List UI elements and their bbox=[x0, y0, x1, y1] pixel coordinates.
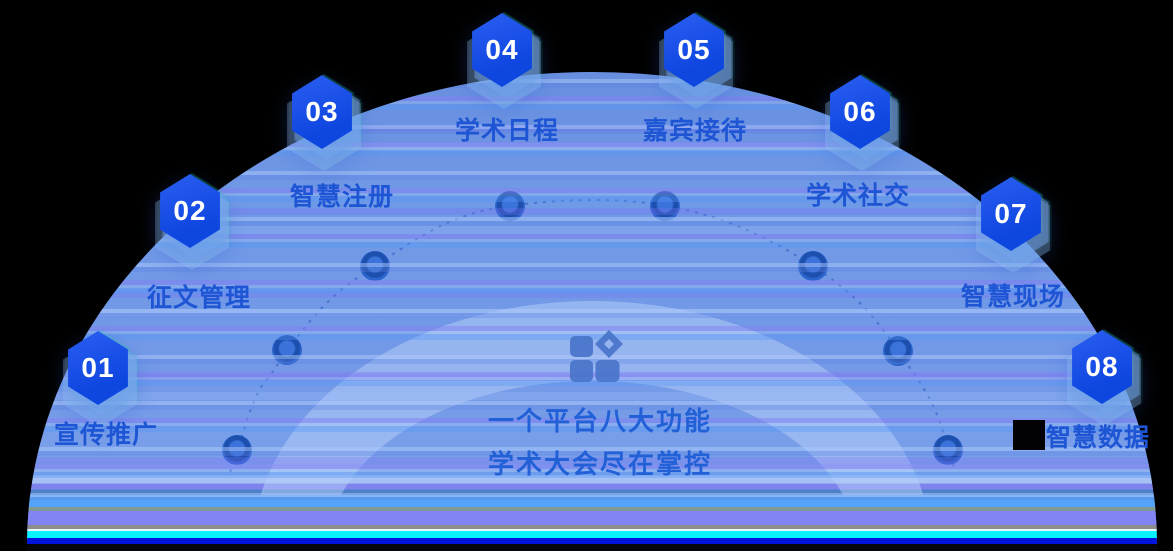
badge-number: 07 bbox=[994, 198, 1028, 229]
center-title-line-2: 学术大会尽在掌控 bbox=[487, 449, 712, 479]
connector-dot bbox=[883, 336, 913, 366]
badge-hexagon-08: 08 bbox=[1067, 330, 1141, 426]
badge-label-smart-data: 智慧数据 bbox=[1046, 424, 1151, 452]
badge-label-academic-schedule: 学术日程 bbox=[455, 117, 560, 145]
badge-hexagon-05: 05 bbox=[659, 13, 733, 109]
connector-dot bbox=[650, 191, 680, 221]
connector-dot bbox=[933, 435, 963, 465]
badge-label-promotion: 宣传推广 bbox=[54, 421, 159, 449]
badge-hexagon-04: 04 bbox=[467, 13, 541, 109]
glitch-black-square bbox=[1013, 420, 1045, 450]
badge-hexagon-06: 06 bbox=[825, 75, 899, 171]
badge-label-academic-social: 学术社交 bbox=[806, 182, 911, 210]
badge-hexagon-07: 07 bbox=[976, 177, 1050, 273]
badge-hexagon-03: 03 bbox=[287, 75, 361, 171]
badge-hexagon-02: 02 bbox=[155, 174, 229, 270]
connector-dot bbox=[360, 251, 390, 281]
bottom-stripe-bands bbox=[27, 495, 1157, 551]
badge-number: 08 bbox=[1085, 351, 1119, 382]
center-title-line-1: 一个平台八大功能 bbox=[487, 406, 712, 436]
connector-dot bbox=[272, 335, 302, 365]
badge-number: 05 bbox=[677, 34, 711, 65]
badge-label-paper-management: 征文管理 bbox=[147, 284, 252, 312]
badge-label-smart-venue: 智慧现场 bbox=[961, 283, 1066, 311]
badge-number: 06 bbox=[843, 96, 877, 127]
grid-diamond-icon bbox=[570, 330, 623, 382]
connector-dot bbox=[798, 251, 828, 281]
badge-number: 01 bbox=[81, 352, 115, 383]
badge-number: 03 bbox=[305, 96, 339, 127]
badge-label-guest-reception: 嘉宾接待 bbox=[643, 117, 748, 145]
connector-dot bbox=[222, 435, 252, 465]
badge-number: 04 bbox=[485, 34, 519, 65]
connector-dot bbox=[495, 191, 525, 221]
badge-hexagon-01: 01 bbox=[63, 331, 137, 427]
badge-label-smart-registration: 智慧注册 bbox=[290, 183, 395, 211]
badge-number: 02 bbox=[173, 195, 207, 226]
